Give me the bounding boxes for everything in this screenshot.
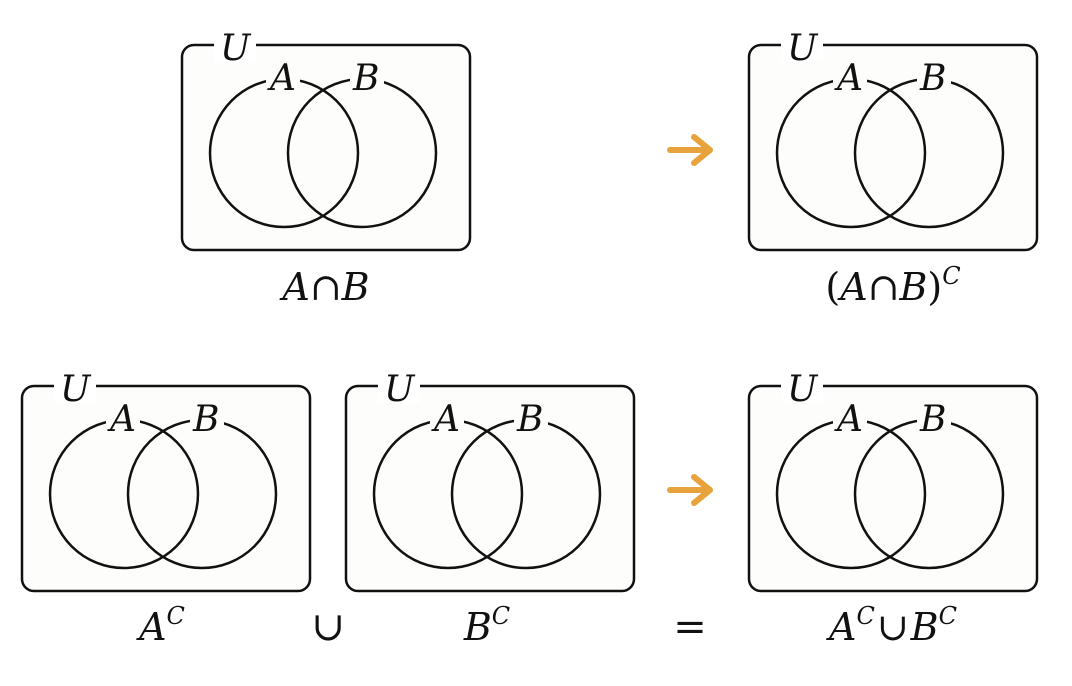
venn-panel-bottom-left: U A B AC [20, 363, 312, 649]
set-b-label-mask [917, 401, 951, 433]
set-b-label: B [352, 58, 379, 99]
set-a-label: A [107, 399, 136, 440]
set-b-label-mask [917, 60, 951, 92]
universe-label: U [384, 369, 416, 410]
arrow-right-icon [667, 474, 713, 506]
set-a-label: A [267, 58, 296, 99]
universe-box [20, 384, 312, 593]
set-a-label-mask [833, 60, 867, 92]
arrow-right-icon [667, 134, 713, 166]
universe-box [747, 43, 1039, 252]
universe-box [180, 43, 472, 252]
universe-label-mask [781, 22, 823, 62]
universe-label-mask [214, 22, 256, 62]
set-a-label-mask [106, 401, 140, 433]
set-b-label-mask [190, 401, 224, 433]
set-a-label-mask [266, 60, 300, 92]
universe-label-mask [378, 363, 420, 403]
universe-label: U [220, 28, 252, 69]
universe-label: U [787, 369, 819, 410]
universe-label: U [787, 28, 819, 69]
venn-panel-bottom-middle: U A B BC [344, 363, 636, 649]
universe-box [747, 384, 1039, 593]
set-b-label-mask [514, 401, 548, 433]
set-b-label: B [516, 399, 543, 440]
caption-bottom-middle: BC [463, 602, 510, 649]
set-a-label: A [834, 399, 863, 440]
venn-panel-top-left: U A B A∩B [180, 22, 472, 309]
caption-top-left: A∩B [279, 265, 369, 309]
caption-bottom-right: AC∪BC [826, 602, 957, 649]
union-operator: ∪ [311, 604, 345, 650]
universe-label: U [60, 369, 92, 410]
venn-panel-top-right: U A B (A∩B)C [747, 22, 1039, 309]
universe-label-mask [54, 363, 96, 403]
set-a-label: A [834, 58, 863, 99]
set-b-label: B [192, 399, 219, 440]
caption-top-right: (A∩B)C [825, 262, 960, 309]
caption-bottom-left: AC [136, 602, 185, 649]
universe-label-mask [781, 363, 823, 403]
set-b-label-mask [350, 60, 384, 92]
set-a-label-mask [430, 401, 464, 433]
universe-box [344, 384, 636, 593]
set-a-label-mask [833, 401, 867, 433]
set-b-label: B [919, 58, 946, 99]
set-b-label: B [919, 399, 946, 440]
venn-panel-bottom-right: U A B AC∪BC [747, 363, 1039, 649]
set-a-label: A [431, 399, 460, 440]
equals-operator: = [673, 604, 707, 650]
